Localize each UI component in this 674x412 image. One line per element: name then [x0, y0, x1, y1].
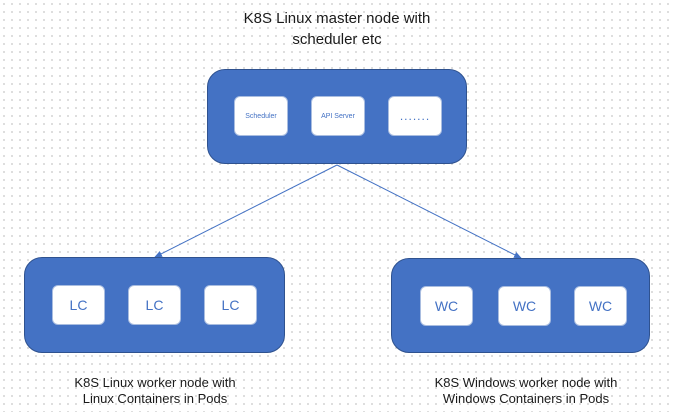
linux-container-box[interactable]: LC	[128, 285, 181, 325]
windows-container-label: WC	[512, 298, 537, 314]
windows-container-box[interactable]: WC	[498, 286, 551, 326]
master-node[interactable]: Scheduler API Server .......	[207, 69, 467, 164]
linux-container-label: LC	[221, 297, 240, 313]
windows-caption-line2: Windows Containers in Pods	[442, 391, 610, 406]
master-caption-line1: K8S Linux master node with	[243, 10, 431, 27]
arrow-to-linux-worker	[154, 164, 338, 258]
scheduler-box[interactable]: Scheduler	[234, 96, 288, 136]
linux-caption-line1: K8S Linux worker node with	[74, 375, 236, 390]
more-components-box[interactable]: .......	[388, 96, 442, 136]
linux-worker-caption: K8S Linux worker node with Linux Contain…	[30, 375, 280, 407]
windows-container-label: WC	[434, 298, 459, 314]
master-caption-line2: scheduler etc	[292, 31, 382, 48]
arrow-to-windows-worker	[336, 164, 522, 259]
windows-worker-caption: K8S Windows worker node with Windows Con…	[401, 375, 651, 407]
linux-worker-node[interactable]: LC LC LC	[24, 257, 285, 353]
windows-container-box[interactable]: WC	[574, 286, 627, 326]
windows-container-box[interactable]: WC	[420, 286, 473, 326]
windows-container-label: WC	[588, 298, 613, 314]
linux-caption-line2: Linux Containers in Pods	[82, 391, 228, 406]
windows-worker-node[interactable]: WC WC WC	[391, 258, 650, 353]
windows-caption-line1: K8S Windows worker node with	[434, 375, 618, 390]
master-node-caption: K8S Linux master node with scheduler etc	[237, 8, 437, 50]
api-server-label: API Server	[321, 112, 355, 120]
scheduler-label: Scheduler	[245, 112, 277, 120]
linux-container-label: LC	[69, 297, 88, 313]
linux-container-box[interactable]: LC	[52, 285, 105, 325]
linux-container-label: LC	[145, 297, 164, 313]
more-components-label: .......	[399, 109, 431, 123]
linux-container-box[interactable]: LC	[204, 285, 257, 325]
api-server-box[interactable]: API Server	[311, 96, 365, 136]
